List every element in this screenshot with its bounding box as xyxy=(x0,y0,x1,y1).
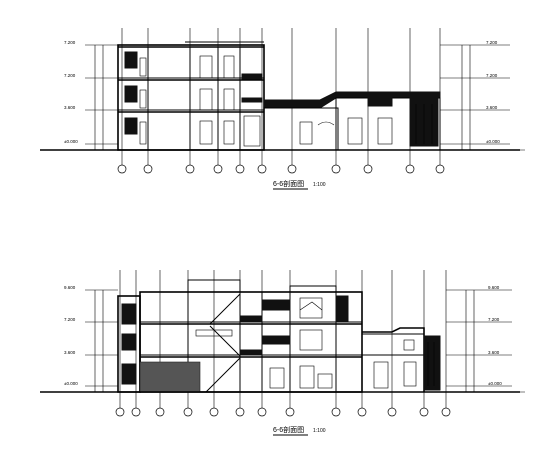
lower-left-level-labels: 9.600 7.200 3.600 ±0.000 xyxy=(64,285,78,386)
section-scale: 1:100 xyxy=(313,182,326,188)
lower-left-tower xyxy=(117,295,141,393)
level-label: 3.600 xyxy=(486,105,498,110)
level-label: 9.600 xyxy=(488,285,500,290)
lower-left-dimensions xyxy=(40,289,118,393)
lower-right-wing xyxy=(361,327,441,393)
section-scale: 1:100 xyxy=(313,428,326,434)
level-label: 7.200 xyxy=(64,317,76,322)
lower-main-block xyxy=(139,279,363,393)
level-label: 9.600 xyxy=(64,285,76,290)
level-label: 7.200 xyxy=(64,40,76,45)
section-title: 6-6剖面图 xyxy=(273,425,304,434)
upper-left-dimensions xyxy=(40,44,118,151)
level-label: 7.200 xyxy=(488,317,500,322)
level-label: 7.200 xyxy=(486,40,498,45)
upper-right-level-labels: 7.200 7.200 3.600 ±0.000 xyxy=(486,40,500,144)
level-label: ±0.000 xyxy=(64,381,78,386)
upper-right-wing xyxy=(263,91,441,151)
upper-caption: 6-6剖面图 1:100 xyxy=(273,179,326,190)
upper-main-block xyxy=(117,41,265,151)
level-label: ±0.000 xyxy=(64,139,78,144)
lower-axis-bubbles xyxy=(115,407,451,417)
level-label: ±0.000 xyxy=(486,139,500,144)
level-label: 3.600 xyxy=(64,350,76,355)
level-label: 3.600 xyxy=(488,350,500,355)
level-label: 7.200 xyxy=(64,73,76,78)
upper-section: 7.200 7.200 3.600 ±0.000 7.200 7.200 3.6… xyxy=(40,28,525,190)
level-label: 3.600 xyxy=(64,105,76,110)
upper-axis-bubbles xyxy=(117,164,445,174)
upper-left-level-labels: 7.200 7.200 3.600 ±0.000 xyxy=(64,40,78,144)
section-title: 6-6剖面图 xyxy=(273,179,304,188)
lower-right-dimensions xyxy=(446,289,525,393)
lower-section: 9.600 7.200 3.600 ±0.000 9.600 7.200 3.6… xyxy=(40,270,525,436)
lower-caption: 6-6剖面图 1:100 xyxy=(273,425,326,436)
lower-right-level-labels: 9.600 7.200 3.600 ±0.000 xyxy=(488,285,502,386)
upper-right-dimensions xyxy=(440,44,525,151)
level-label: 7.200 xyxy=(486,73,498,78)
level-label: ±0.000 xyxy=(488,381,502,386)
